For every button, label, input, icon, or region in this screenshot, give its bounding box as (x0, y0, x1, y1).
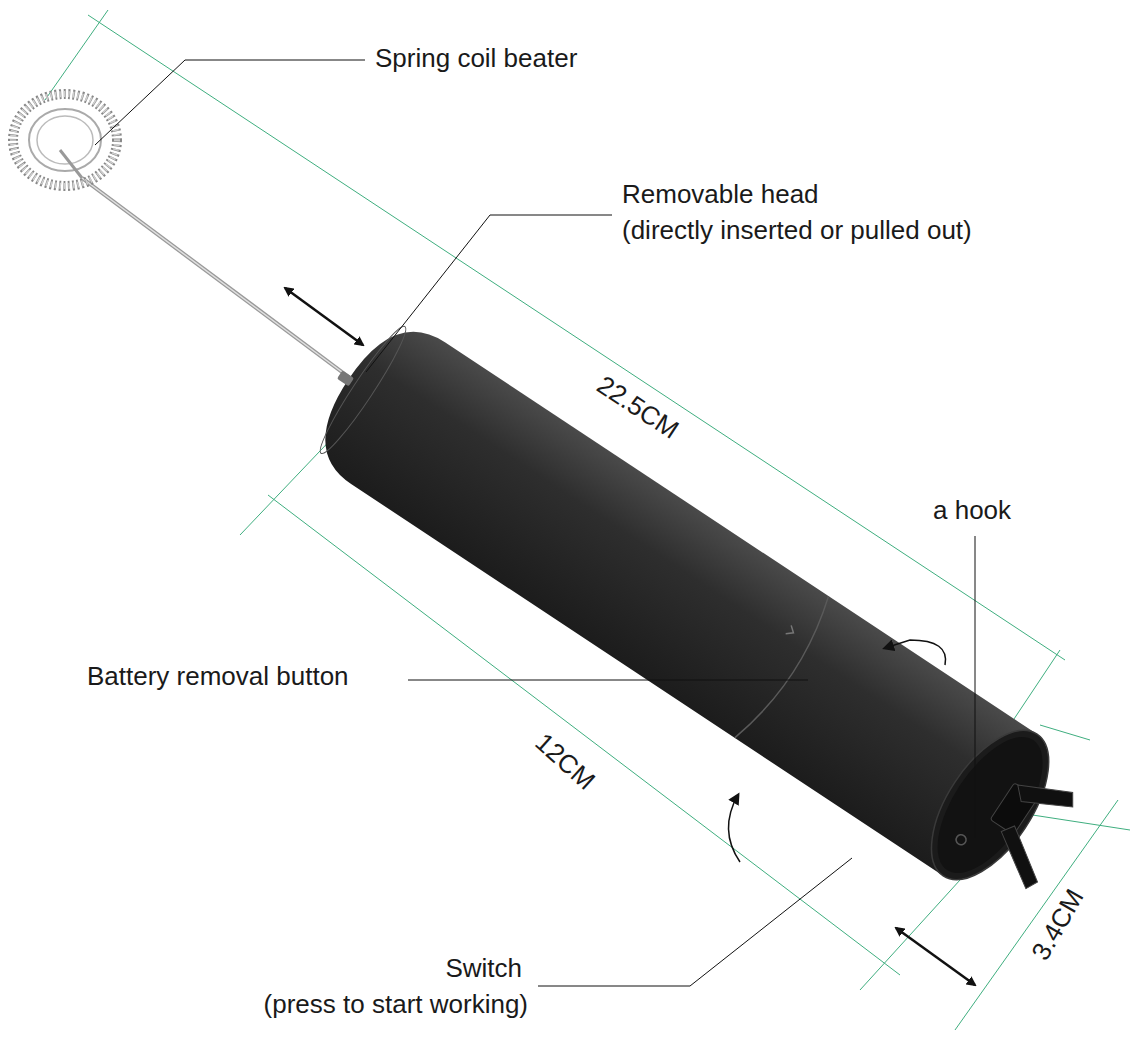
rotate-arrows (728, 640, 945, 862)
dimension-lines (45, 10, 1130, 1030)
part-note: (directly inserted or pulled out) (622, 216, 972, 246)
spring-coil-beater (13, 94, 350, 378)
dimension-label: 12CM (529, 728, 601, 797)
dimension-label: 22.5CM (592, 370, 684, 445)
part-label: Switch (445, 954, 522, 984)
part-label: Battery removal button (87, 662, 349, 692)
part-label: a hook (933, 496, 1011, 526)
part-label: Spring coil beater (375, 44, 577, 74)
part-label: Removable head (622, 180, 819, 210)
move-arrows (285, 288, 975, 985)
frother-body (293, 304, 1106, 922)
dimension-label: 3.4CM (1026, 884, 1090, 965)
part-note: (press to start working) (264, 990, 528, 1020)
leader-lines (95, 60, 975, 986)
